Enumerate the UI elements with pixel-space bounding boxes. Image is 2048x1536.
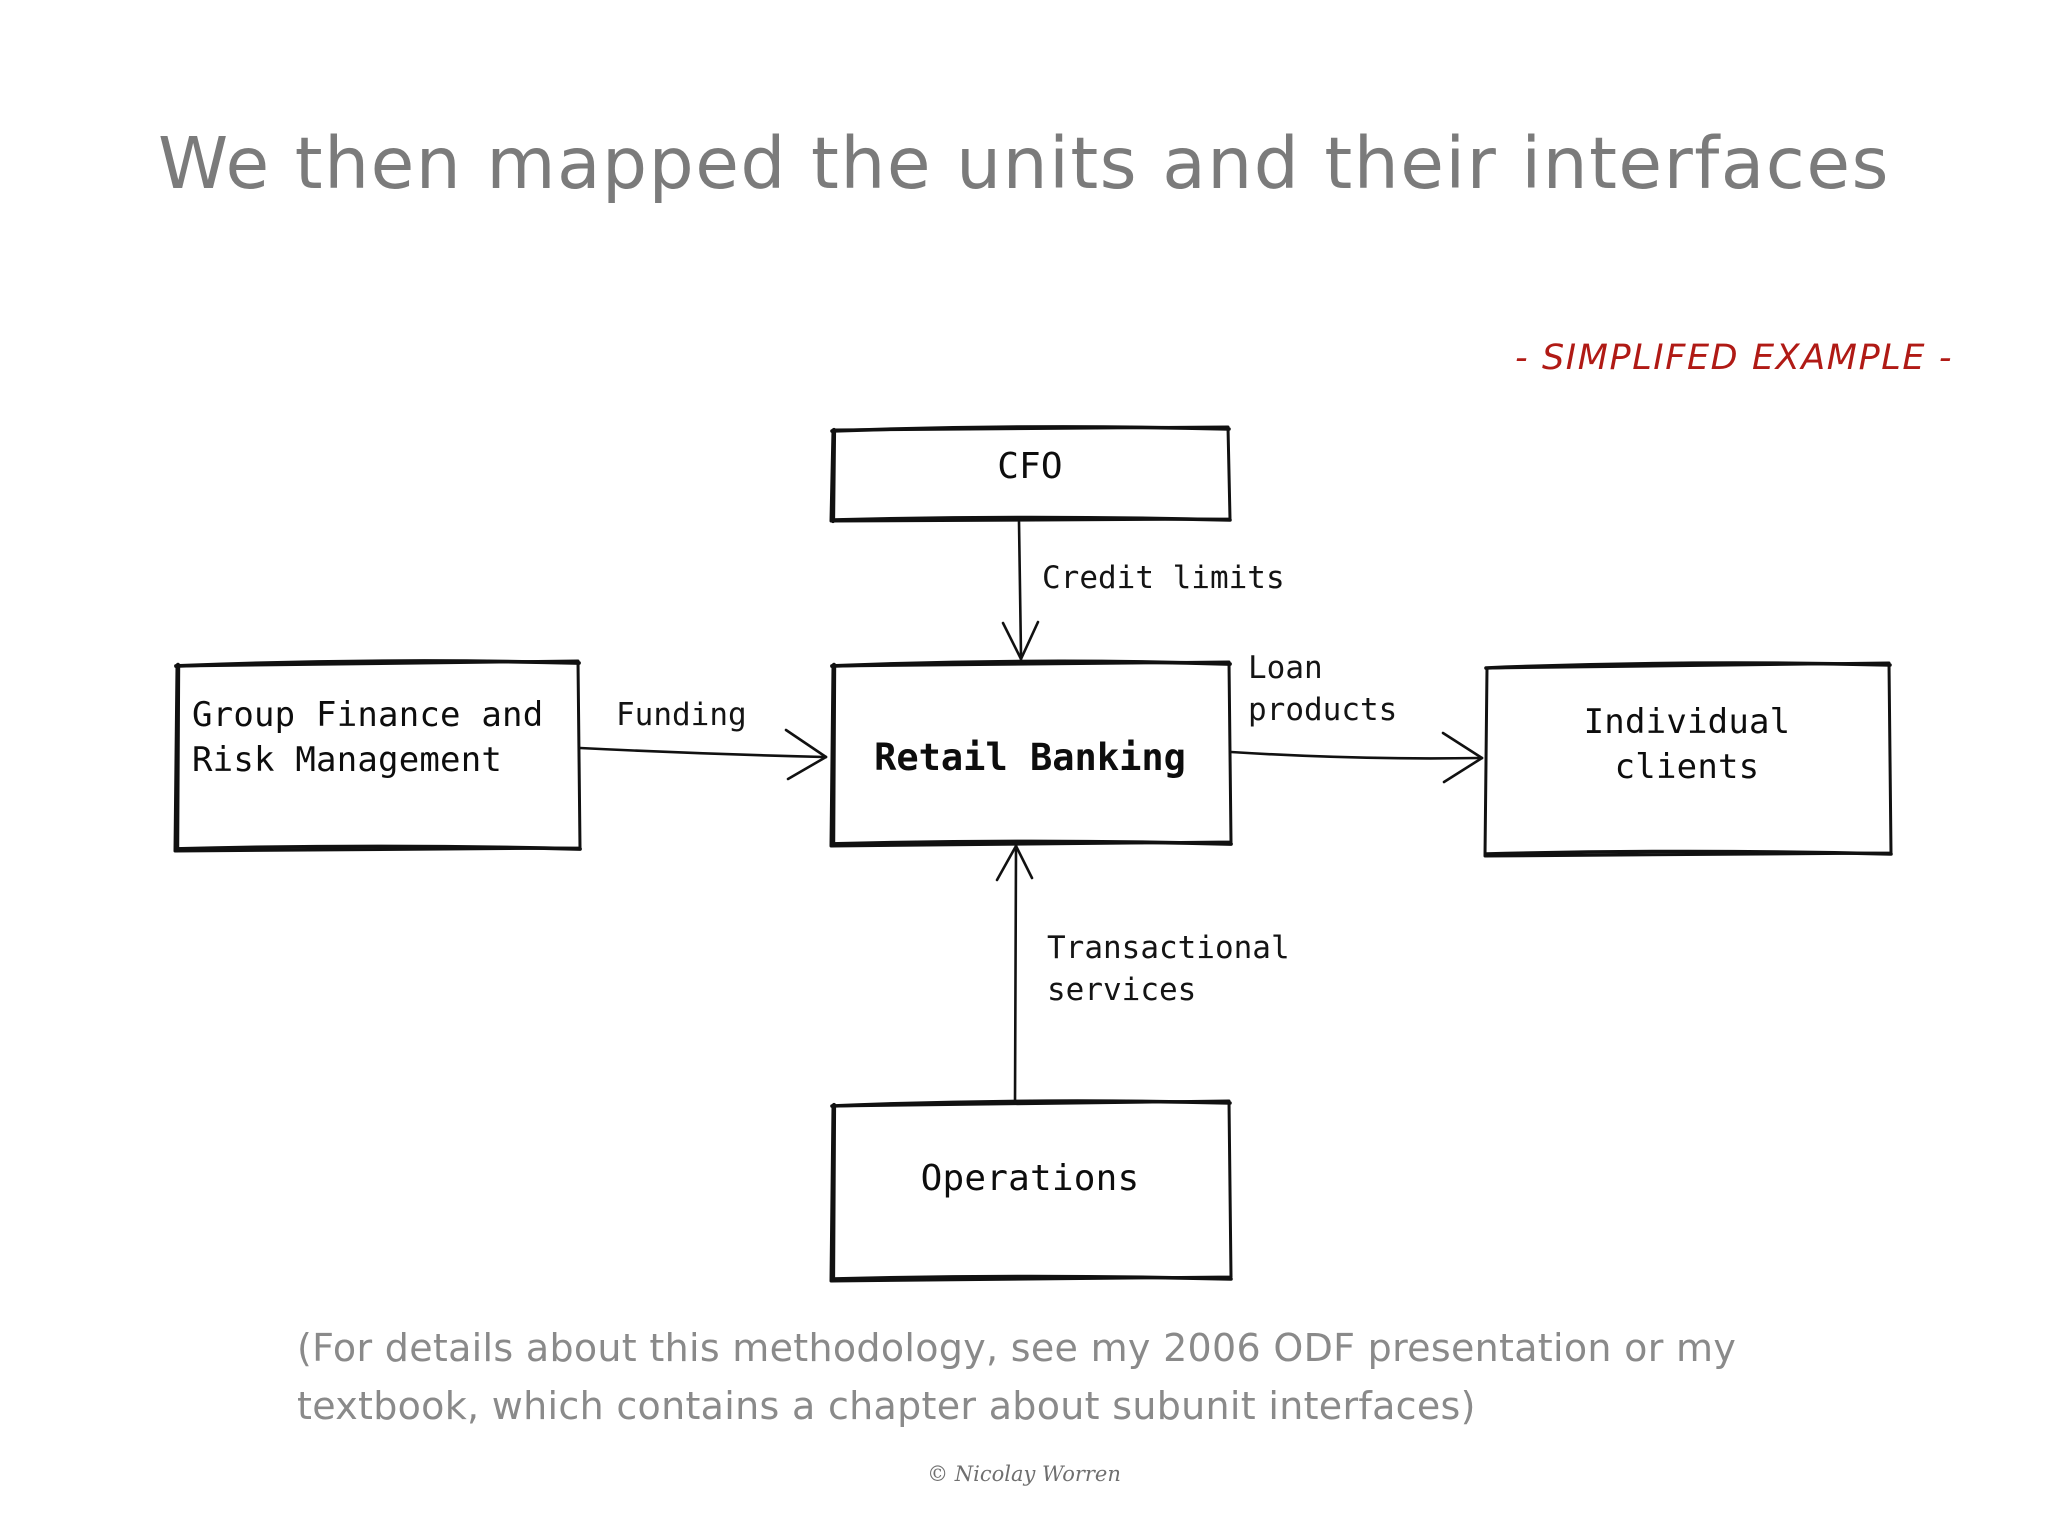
node-label-cfo: CFO [997, 446, 1063, 487]
page-title: We then mapped the units and their inter… [158, 122, 1891, 205]
node-box-cfo[interactable] [829, 425, 1232, 524]
arrow-funding [578, 728, 828, 781]
edge-label-credit-limits: Credit limits [1042, 560, 1285, 596]
node-label-individual-clients-line2: clients [1614, 746, 1760, 787]
node-label-individual-clients-line1: Individual [1583, 702, 1791, 742]
edge-label-transactional-services: Transactional services [1047, 930, 1290, 1008]
node-label-group-finance-line1: Group Finance and [192, 695, 544, 735]
node-label-operations: Operations [920, 1158, 1140, 1199]
node-label-individual-clients: Individual clients [1487, 700, 1887, 790]
node-box-individual-clients[interactable] [1483, 661, 1893, 858]
node-box-retail-banking[interactable] [829, 659, 1233, 848]
node-box-group-finance[interactable] [173, 659, 582, 853]
node-label-group-finance: Group Finance and Risk Management [192, 693, 582, 783]
footnote-line-1: (For details about this methodology, see… [297, 1326, 1737, 1370]
copyright-notice: © Nicolay Worren [927, 1462, 1121, 1486]
edge-label-loan-products: Loan products [1248, 650, 1398, 728]
node-label-group-finance-line2: Risk Management [192, 739, 503, 780]
arrow-transactional-services [995, 844, 1034, 1104]
edge-label-funding: Funding [616, 697, 747, 733]
arrow-credit-limits [1001, 520, 1040, 661]
footnote-line-2: textbook, which contains a chapter about… [297, 1383, 1476, 1428]
arrow-loan-products [1229, 731, 1484, 784]
simplified-example-note: - SIMPLIFED EXAMPLE - [1515, 338, 1954, 378]
footnote: (For details about this methodology, see… [297, 1320, 1857, 1436]
node-box-operations[interactable] [829, 1099, 1233, 1283]
node-label-retail-banking: Retail Banking [874, 736, 1186, 779]
